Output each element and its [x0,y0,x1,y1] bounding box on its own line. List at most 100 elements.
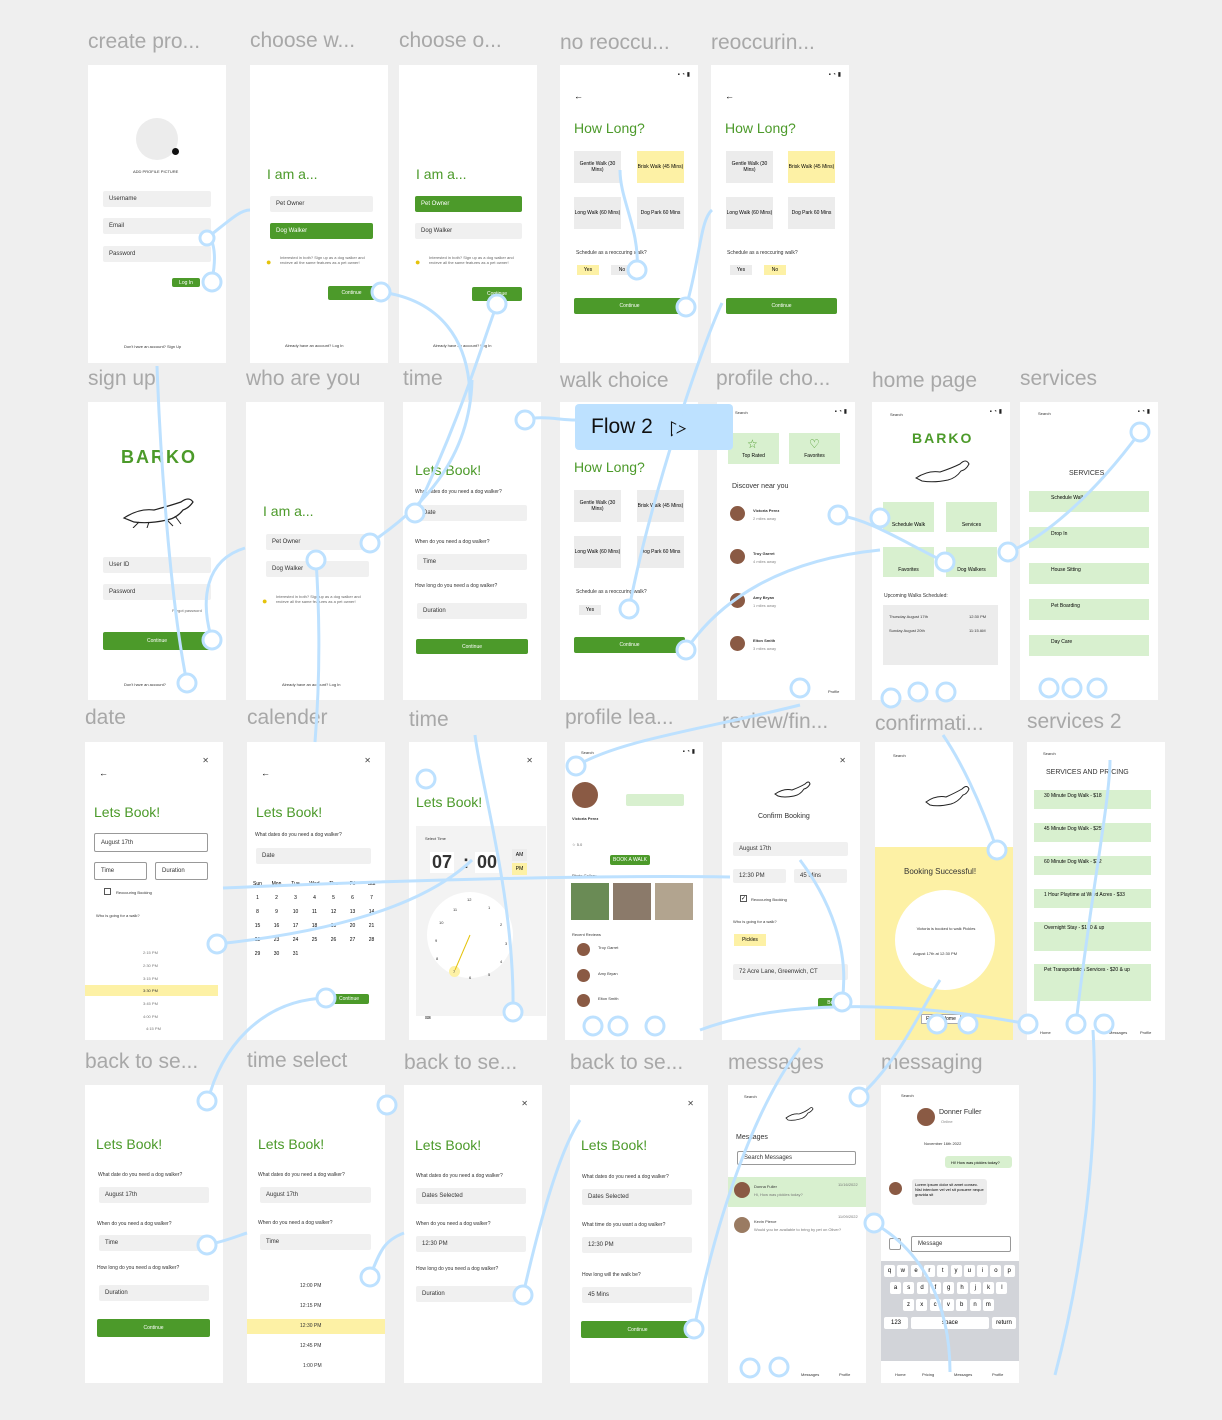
back-arrow-icon[interactable]: ← [574,91,583,101]
long-walk-option[interactable]: Long Walk (60 Mins) [574,197,621,229]
frame-title[interactable]: back to se... [570,1051,684,1074]
frame-back-to-see-1[interactable]: Lets Book! What date do you need a dog w… [85,1085,223,1383]
minute-field[interactable]: 00 [475,852,500,873]
book-walk-button[interactable]: BOOK A WALK [610,855,650,865]
frame-sign-up[interactable]: BARKO User ID Password Forgot password C… [88,402,226,700]
return-home-button[interactable]: Return Home [921,1014,961,1024]
login-link[interactable]: Already have an account? Log In [285,343,344,348]
username-field[interactable]: Username [103,191,211,207]
nav-messages[interactable]: Messages [1109,1030,1128,1035]
dog-park-option[interactable]: Dog Park 60 Mins [637,197,684,229]
continue-button[interactable]: Continue [472,287,522,301]
dog-walkers-card[interactable]: Dog Walkers [946,547,997,577]
calendar-day[interactable]: 10 [292,909,299,915]
frame-title[interactable]: calender [247,706,328,729]
frame-services[interactable]: Search ▪ ◔ ▮ SERVICES Schedule Walk Drop… [1020,402,1158,700]
continue-button[interactable]: Continue [416,639,528,654]
service-price-item[interactable]: Overnight Stay - $120 & up [1034,922,1151,951]
service-item[interactable]: Day Care [1029,635,1149,656]
no-option[interactable]: No [611,265,633,275]
dog-park-option[interactable]: Dog Park 60 Mins [788,197,835,229]
book-button[interactable]: Book [818,998,848,1008]
clock-number[interactable]: 7 [453,969,456,974]
calendar-day[interactable]: 7 [370,895,373,901]
thread-name[interactable]: Kevin Pierce [754,1219,777,1224]
close-icon[interactable]: ✕ [364,756,371,765]
nav-profile[interactable]: Profile [992,1372,1004,1377]
calendar-day[interactable]: 26 [330,937,337,943]
frame-messaging[interactable]: Search Donner Fuller Online November 16t… [881,1085,1019,1383]
key-s[interactable]: s [903,1282,915,1294]
time-field[interactable]: 12:30 PM [733,869,786,883]
frame-title[interactable]: choose o... [399,29,502,52]
key-d[interactable]: d [916,1282,928,1294]
back-arrow-icon[interactable]: ← [261,768,270,778]
continue-button[interactable]: Continue [726,298,837,314]
walker-name[interactable]: Troy Garret [753,551,775,556]
service-price-item[interactable]: Pet Transportation Services - $20 & up [1034,964,1151,1001]
gentle-walk-option[interactable]: Gentle Walk (30 Mins) [726,151,773,183]
continue-button[interactable]: Continue [103,632,211,650]
continue-button[interactable]: Continue [581,1321,694,1338]
time-option[interactable]: 4:15 PM [146,1026,161,1031]
gallery-photo[interactable] [655,883,693,920]
search-label[interactable]: Search [1043,751,1056,756]
calendar-day[interactable]: 17 [292,923,299,929]
gallery-photo[interactable] [613,883,651,920]
duration-field[interactable]: Duration [416,1286,526,1302]
avatar-placeholder[interactable] [136,118,178,160]
gentle-walk-option[interactable]: Gentle Walk (30 Mins) [574,151,621,183]
time-option[interactable]: 2:30 PM [143,963,158,968]
login-link[interactable]: Already have an account? Log In [433,343,492,348]
walker-name[interactable]: Elton Smith [753,638,776,643]
dates-field[interactable]: Dates Selected [416,1188,526,1204]
long-walk-option[interactable]: Long Walk (60 Mins) [574,536,621,568]
key-p[interactable]: p [1003,1265,1015,1277]
time-field[interactable]: Time [260,1234,371,1250]
date-field[interactable]: August 17th [99,1187,209,1203]
frame-title[interactable]: back to se... [85,1050,199,1073]
password-field[interactable]: Password [103,584,211,600]
key-u[interactable]: u [963,1265,975,1277]
time-option[interactable]: 4:00 PM [143,1014,158,1019]
service-price-item[interactable]: 60 Minute Dog Walk - $32 [1034,856,1151,875]
add-photo-icon[interactable] [172,148,179,155]
date-field[interactable]: August 17th [733,842,848,856]
continue-button[interactable]: Continue [574,637,685,653]
key-a[interactable]: a [890,1282,901,1294]
search-label[interactable]: Search [735,410,748,415]
key-i[interactable]: i [977,1265,989,1277]
dog-walker-option[interactable]: Dog Walker [266,561,369,577]
thread-name[interactable]: Donna Fuller [754,1184,777,1189]
brisk-walk-option[interactable]: Brisk Walk (45 Mins) [637,490,684,522]
time-option[interactable]: 3:45 PM [143,1001,158,1006]
frame-title[interactable]: time [403,367,443,390]
avatar[interactable] [730,636,745,651]
walker-name[interactable]: Victoria Perez [753,508,780,513]
time-option-selected[interactable]: 3:30 PM [143,988,158,993]
duration-field[interactable]: Duration [417,603,527,619]
frame-title[interactable]: sign up [88,367,156,390]
time-option[interactable]: 12:45 PM [300,1343,322,1349]
favorites-card[interactable]: Favorites [789,433,840,464]
key-e[interactable]: e [910,1265,922,1277]
message-input[interactable]: Message [911,1236,1011,1252]
email-field[interactable]: Email [103,218,211,234]
frame-title[interactable]: reoccurin... [711,31,815,54]
frame-title[interactable]: home page [872,369,978,392]
login-button[interactable]: Log In [172,278,200,287]
back-arrow-icon[interactable]: ← [99,768,108,778]
frame-home-page[interactable]: Search ▪ ◔ ▮ BARKO Schedule Walk Service… [872,402,1010,700]
recurring-checkbox[interactable]: ✓ [740,895,747,902]
close-icon[interactable]: ✕ [839,756,846,765]
time-field[interactable]: 12:30 PM [582,1237,692,1253]
frame-choose-who[interactable]: I am a... Pet Owner Dog Walker ● Interes… [250,65,388,363]
play-icon[interactable]: ▷ [670,416,687,439]
calendar-day[interactable]: 6 [351,895,354,901]
key-h[interactable]: h [956,1282,968,1294]
pet-owner-option[interactable]: Pet Owner [266,534,369,550]
nav-profile[interactable]: Profile [1140,1030,1152,1035]
recurring-checkbox[interactable] [104,888,111,895]
key-f[interactable]: f [929,1282,941,1294]
nav-home[interactable]: Home [1040,1030,1051,1035]
